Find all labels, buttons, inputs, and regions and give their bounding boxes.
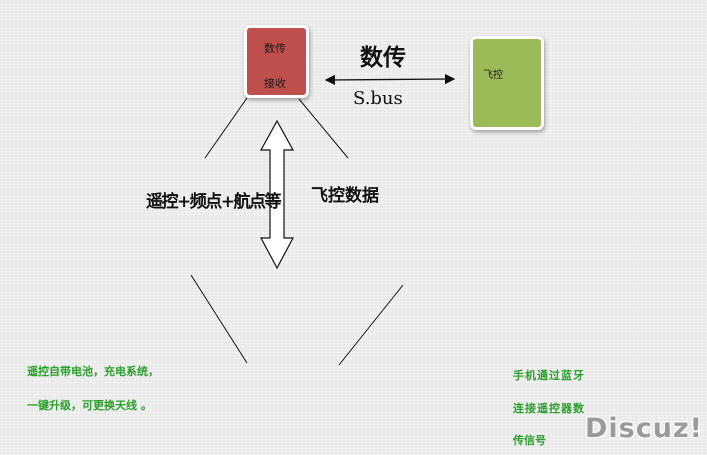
- left-note-line1: 遥控自带电池，充电系统，: [27, 365, 159, 378]
- left-note-line2: 一键升级，可更换天线 。: [27, 399, 152, 412]
- right-note-line2: 连接遥控器数: [513, 402, 585, 415]
- right-note-line3: 传信号: [513, 434, 546, 447]
- flight-controller-label: 飞控: [483, 70, 503, 81]
- uplink-label: 遥控+频点+航点等: [146, 192, 282, 212]
- datalink-receiver-box: 数传 接收: [244, 25, 309, 98]
- lower-right-diagonal: [338, 284, 404, 366]
- datalink-double-arrow: [324, 73, 456, 86]
- upper-right-diagonal: [298, 98, 349, 159]
- sbus-protocol-label: S.bus: [353, 88, 403, 109]
- datalink-title: 数传: [360, 44, 406, 71]
- flight-controller-box: 飞控: [470, 36, 544, 130]
- right-note-line1: 手机通过蓝牙: [513, 369, 585, 382]
- discuz-watermark: Discuz!: [585, 413, 703, 444]
- receiver-label-line2: 接收: [264, 77, 286, 90]
- vertical-double-arrow: [259, 119, 295, 270]
- receiver-label-line1: 数传: [264, 42, 286, 55]
- lower-left-diagonal: [190, 274, 248, 364]
- upper-left-diagonal: [204, 97, 248, 159]
- downlink-label: 飞控数据: [311, 186, 379, 206]
